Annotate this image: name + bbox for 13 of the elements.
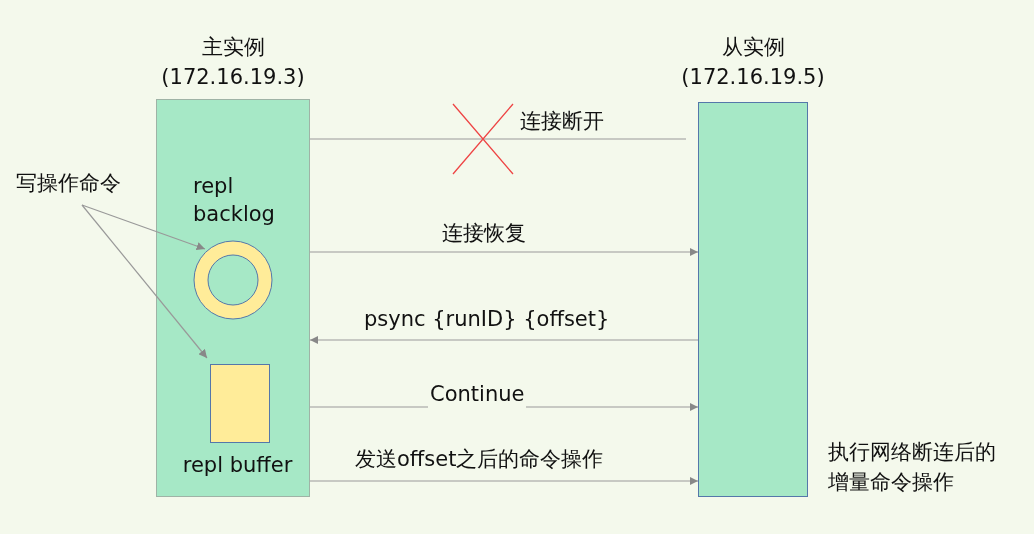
instance-heading: 主实例	[200, 34, 266, 61]
leader-arrow	[81, 204, 206, 251]
buffer-label: repl buffer	[181, 452, 294, 479]
instance-heading: 从实例	[720, 34, 786, 61]
arrow	[309, 476, 699, 486]
annotation-text: 写操作命令	[16, 170, 121, 197]
instance-heading: (172.16.19.5)	[680, 64, 826, 91]
instance-heading: (172.16.19.3)	[160, 64, 306, 91]
arrow	[309, 247, 699, 257]
arrow	[309, 335, 699, 345]
leader-arrow	[81, 204, 208, 359]
ring-label: repl backlog	[193, 173, 276, 228]
note-text: 执行网络断连后的增量命令操作	[828, 439, 997, 496]
